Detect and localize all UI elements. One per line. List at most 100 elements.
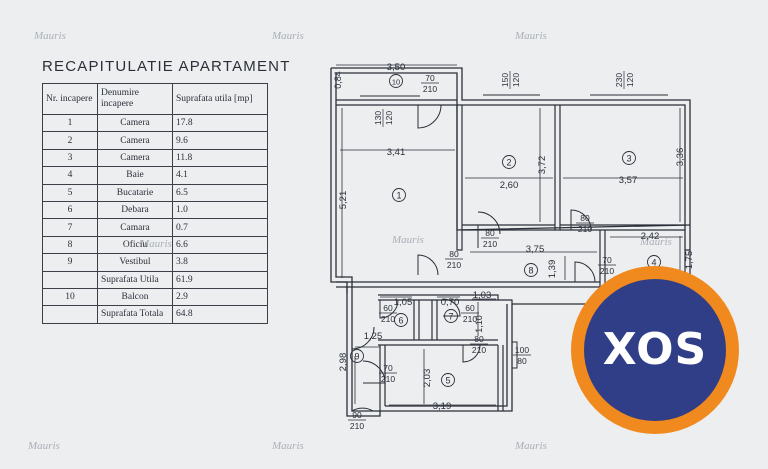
watermark: Mauris [28, 440, 60, 452]
table-cell-area: 64.8 [172, 305, 268, 324]
room-marker-number: 10 [392, 77, 400, 86]
room-marker-number: 3 [626, 153, 631, 163]
room-marker-circle [389, 74, 403, 88]
dim-label: 0,70 [441, 297, 460, 308]
dim-label: 3,19 [433, 401, 452, 412]
logo-text: XOS [602, 324, 708, 375]
dim-label: 3,41 [387, 147, 406, 158]
windows [360, 94, 668, 369]
dim-label: 2,03 [422, 369, 433, 388]
opening-label-bottom: 210 [600, 266, 614, 276]
area-summary-table: Nr. incapere Denumire incapere Suprafata… [42, 83, 268, 324]
opening-label-top: 70 [425, 73, 435, 83]
room-marker-number: 2 [506, 157, 511, 167]
dim-label: 3,36 [675, 148, 686, 167]
page-title: RECAPITULATIE APARTAMENT [42, 58, 291, 75]
room-marker-circle [524, 263, 538, 277]
room-marker-number: 1 [396, 190, 401, 200]
dim-label: 1,39 [547, 260, 558, 279]
room-marker-number: 6 [398, 315, 403, 325]
opening-label-bottom: 120 [625, 73, 635, 87]
opening-label-top: 90 [352, 410, 362, 420]
table-cell-area: 1.0 [172, 200, 268, 220]
opening-label-top: 130 [373, 111, 383, 125]
room-marker-number: 8 [528, 265, 533, 275]
opening-label-bottom: 210 [447, 260, 461, 270]
room-marker-number: 9 [354, 351, 359, 361]
dim-label: 3,75 [526, 244, 545, 255]
opening-label-bottom: 210 [472, 345, 486, 355]
doors [351, 104, 596, 412]
dim-label: 1,03 [473, 290, 492, 301]
opening-label-top: 80 [449, 249, 459, 259]
opening-label-top: 100 [515, 345, 529, 355]
watermark: Mauris [34, 30, 66, 42]
logo-inner: XOS [584, 279, 726, 421]
opening-label-bottom: 210 [350, 421, 364, 431]
dim-label: 3,72 [537, 156, 548, 175]
room-marker-number: 7 [448, 311, 453, 321]
opening-label-bottom: 210 [423, 84, 437, 94]
dim-label: 3,50 [387, 62, 406, 73]
watermark: Mauris [515, 440, 547, 452]
opening-label-bottom: 80 [517, 356, 527, 366]
room-marker-circle [392, 188, 406, 202]
table-cell-area: 2.9 [172, 287, 268, 307]
room-marker-number: 5 [445, 375, 450, 385]
column-header: Suprafata utila [mp] [172, 83, 268, 115]
opening-label-top: 70 [602, 255, 612, 265]
dim-label: 1,05 [394, 297, 413, 308]
opening-label-bottom: 210 [483, 239, 497, 249]
watermark: Mauris [392, 234, 424, 246]
dim-label: 3,57 [619, 175, 638, 186]
opening-label-top: 60 [465, 303, 475, 313]
watermark: Mauris [515, 30, 547, 42]
table-cell-name: Suprafata Totala [97, 305, 173, 324]
opening-label-top: 80 [474, 334, 484, 344]
dim-label: 2,60 [500, 180, 519, 191]
dimension-labels: 3,50 0,84 3,41 5,21 2,60 3,72 3,57 3,36 … [333, 62, 695, 412]
opening-label-bottom: 120 [384, 111, 394, 125]
room-marker-circle [444, 309, 458, 323]
watermark: Mauris [272, 440, 304, 452]
opening-label-top: 70 [383, 363, 393, 373]
room-marker-number: 4 [651, 257, 656, 267]
opening-label-bottom: 210 [578, 224, 592, 234]
dim-label: 1,25 [364, 331, 383, 342]
room-marker-circle [622, 151, 636, 165]
opening-label-top: 150 [500, 73, 510, 87]
opening-label-top: 80 [485, 228, 495, 238]
opening-label-bottom: 210 [381, 374, 395, 384]
opening-label-top: 80 [580, 213, 590, 223]
watermark: Mauris [272, 30, 304, 42]
opening-label-bottom: 210 [463, 314, 477, 324]
interior-walls [336, 105, 691, 411]
opening-label-bottom: 120 [511, 73, 521, 87]
company-logo: XOS [571, 266, 739, 434]
opening-label-top: 230 [614, 73, 624, 87]
dim-label: 5,21 [338, 191, 349, 210]
dim-label: 2,42 [641, 231, 660, 242]
dim-label: 1,75 [684, 251, 695, 270]
